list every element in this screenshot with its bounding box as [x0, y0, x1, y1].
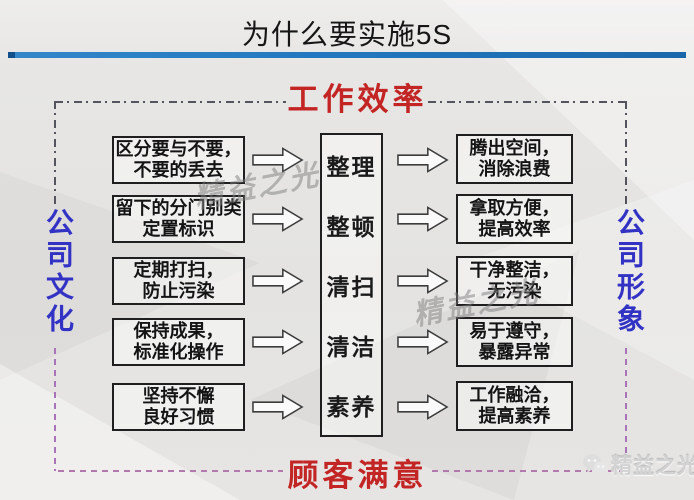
frame-top-left-segment: [55, 101, 286, 103]
label-company-culture: 公司文化: [43, 208, 74, 336]
cause-text: 保持成果，: [133, 321, 224, 341]
right-arrow-icon: [397, 394, 449, 420]
right-arrow-icon: [252, 268, 304, 294]
cause-text: 定期打扫，: [133, 260, 224, 280]
wechat-logo-icon: [583, 454, 607, 476]
frame-bottom-right-segment: [432, 470, 627, 472]
effect-text: 易于遵守，: [469, 321, 560, 341]
effect-box-seiri: 腾出空间， 消除浪费: [456, 134, 573, 184]
cause-text: 留下的分门别类: [115, 198, 242, 218]
right-arrow-icon: [397, 329, 449, 355]
cause-box-seiton: 留下的分门别类 定置标识: [112, 195, 245, 243]
effect-text: 提高素养: [478, 406, 551, 426]
right-arrow-icon: [252, 394, 304, 420]
effect-box-seiton: 拿取方便， 提高效率: [456, 194, 573, 244]
effect-text: 消除浪费: [478, 159, 551, 179]
cause-text: 良好习惯: [142, 407, 215, 427]
title-underline-bar: [8, 52, 686, 58]
title-underline-accent: [8, 52, 15, 58]
cause-text: 区分要与不要，: [115, 139, 242, 159]
frame-right-lower-segment: [625, 348, 627, 471]
cause-text: 不要的丢去: [133, 160, 224, 180]
effect-text: 拿取方便，: [469, 198, 560, 218]
effect-text: 腾出空间，: [469, 138, 560, 158]
frame-right-upper-segment: [625, 101, 627, 204]
right-arrow-icon: [252, 206, 304, 232]
step-seiri: 整理: [326, 154, 377, 180]
effect-text: 暴露异常: [478, 342, 551, 362]
effect-text: 工作融洽，: [469, 385, 560, 405]
footer-brand: 精益之光: [582, 450, 694, 480]
page-title: 为什么要实施5S: [241, 19, 453, 50]
cause-box-seiri: 区分要与不要， 不要的丢去: [112, 136, 245, 184]
frame-left-lower-segment: [54, 348, 56, 471]
step-seiton: 整顿: [326, 214, 377, 240]
frame-top-right-segment: [428, 101, 627, 103]
cause-box-shitsuke: 坚持不懈 良好习惯: [112, 383, 245, 431]
effect-text: 提高效率: [478, 219, 551, 239]
step-seiso: 清扫: [326, 274, 377, 300]
label-customer-satisfaction: 顾客满意: [287, 458, 428, 493]
cause-box-seiso: 定期打扫， 防止污染: [112, 257, 245, 305]
step-seiketsu: 清洁: [326, 334, 377, 360]
frame-left-upper-segment: [54, 101, 56, 204]
effect-box-seiketsu: 易于遵守， 暴露异常: [456, 317, 573, 367]
effect-text: 干净整洁，: [469, 260, 560, 280]
right-arrow-icon: [397, 206, 449, 232]
effect-text: 无污染: [487, 281, 542, 301]
cause-text: 坚持不懈: [142, 386, 215, 406]
effect-box-seiso: 干净整洁， 无污染: [456, 256, 573, 306]
label-company-image: 公司形象: [614, 208, 645, 336]
frame-bottom-left-segment: [58, 470, 283, 472]
effect-box-shitsuke: 工作融洽， 提高素养: [456, 381, 573, 431]
right-arrow-icon: [252, 147, 304, 173]
step-shitsuke: 素养: [326, 394, 377, 420]
cause-text: 防止污染: [142, 281, 215, 301]
five-s-steps-box: 整理 整顿 清扫 清洁 素养: [320, 133, 383, 437]
cause-text: 标准化操作: [133, 342, 224, 362]
right-arrow-icon: [252, 329, 304, 355]
right-arrow-icon: [397, 147, 449, 173]
footer-brand-text: 精益之光: [611, 455, 694, 478]
label-work-efficiency: 工作效率: [287, 82, 428, 117]
right-arrow-icon: [397, 268, 449, 294]
cause-box-seiketsu: 保持成果， 标准化操作: [112, 318, 245, 366]
cause-text: 定置标识: [142, 219, 215, 239]
